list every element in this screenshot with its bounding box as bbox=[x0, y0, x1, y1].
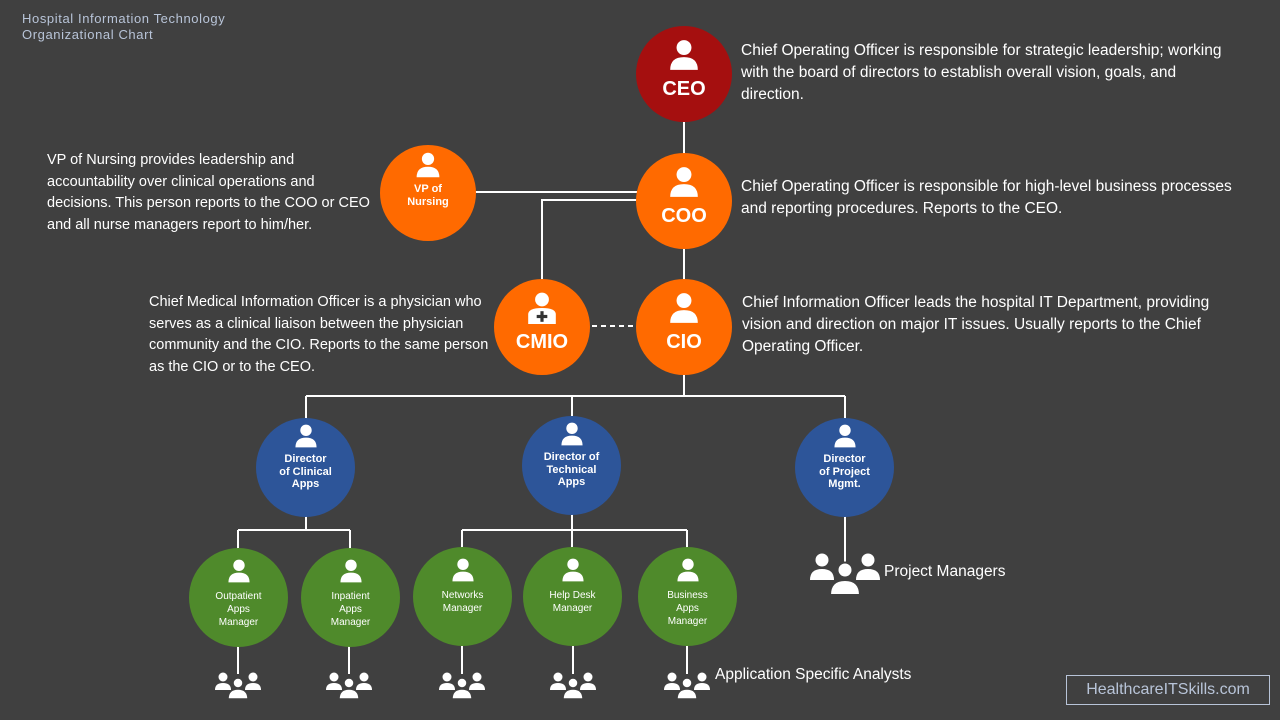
node-networks-manager: Networks Manager bbox=[413, 547, 512, 646]
group-icon bbox=[550, 672, 596, 700]
doctor-icon bbox=[528, 292, 556, 324]
node-vp-nursing: VP of Nursing bbox=[380, 145, 476, 241]
cmio-description: Chief Medical Information Officer is a p… bbox=[149, 294, 489, 375]
node-director-clinical-apps: Director of Clinical Apps bbox=[256, 418, 355, 517]
group-icon bbox=[439, 672, 485, 700]
node-director-project-mgmt: Director of Project Mgmt. bbox=[795, 418, 894, 517]
project-managers-label: Project Managers bbox=[884, 563, 1006, 580]
person-icon bbox=[560, 422, 583, 446]
node-director-technical-apps: Director of Technical Apps bbox=[522, 416, 621, 515]
person-icon bbox=[451, 558, 474, 582]
person-icon bbox=[227, 559, 250, 583]
node-coo: COO bbox=[636, 153, 732, 249]
node-cio-label: CIO bbox=[666, 331, 702, 353]
person-icon bbox=[416, 152, 440, 178]
person-icon bbox=[670, 293, 698, 323]
node-inpatient-apps-manager-label: Inpatient Apps Manager bbox=[330, 591, 371, 628]
person-icon bbox=[676, 558, 699, 582]
node-ceo-label: CEO bbox=[662, 78, 706, 100]
node-networks-manager-label: Networks Manager bbox=[441, 590, 484, 614]
group-icon bbox=[664, 672, 710, 700]
connector-coo-cmio bbox=[541, 199, 640, 282]
cio-description: Chief Information Officer leads the hosp… bbox=[742, 294, 1210, 355]
node-ceo: CEO bbox=[636, 26, 732, 122]
node-director-technical-apps-label: Director of Technical Apps bbox=[543, 451, 600, 489]
node-director-clinical-apps-label: Director of Clinical Apps bbox=[279, 453, 332, 491]
node-vp-nursing-label: VP of Nursing bbox=[407, 183, 449, 208]
group-icon bbox=[326, 672, 372, 700]
node-inpatient-apps-manager: Inpatient Apps Manager bbox=[301, 548, 400, 647]
node-help-desk-manager: Help Desk Manager bbox=[523, 547, 622, 646]
node-coo-label: COO bbox=[661, 205, 707, 227]
person-icon bbox=[339, 559, 362, 583]
application-analysts-label: Application Specific Analysts bbox=[715, 666, 912, 683]
person-icon bbox=[294, 424, 317, 448]
node-cmio: CMIO bbox=[494, 279, 590, 375]
node-outpatient-apps-manager-label: Outpatient Apps Manager bbox=[215, 591, 262, 628]
person-icon bbox=[670, 40, 698, 70]
vp-nursing-description: VP of Nursing provides leadership and ac… bbox=[47, 152, 370, 233]
group-icon bbox=[810, 553, 880, 596]
node-business-apps-manager: Business Apps Manager bbox=[638, 547, 737, 646]
node-cmio-label: CMIO bbox=[515, 331, 569, 353]
ceo-description: Chief Operating Officer is responsible f… bbox=[741, 42, 1222, 103]
chart-title-line1: Hospital Information Technology bbox=[22, 11, 226, 26]
person-icon bbox=[670, 167, 698, 197]
node-outpatient-apps-manager: Outpatient Apps Manager bbox=[189, 548, 288, 647]
node-director-project-mgmt-label: Director of Project Mgmt. bbox=[819, 453, 870, 491]
group-icon bbox=[215, 672, 261, 700]
coo-description: Chief Operating Officer is responsible f… bbox=[741, 178, 1232, 217]
person-icon bbox=[561, 558, 584, 582]
node-cio: CIO bbox=[636, 279, 732, 375]
person-icon bbox=[833, 424, 856, 448]
node-business-apps-manager-label: Business Apps Manager bbox=[667, 590, 708, 627]
brand-link[interactable]: HealthcareITSkills.com bbox=[1066, 675, 1270, 705]
chart-title: Hospital Information Technology Organiza… bbox=[22, 11, 225, 43]
node-help-desk-manager-label: Help Desk Manager bbox=[549, 590, 596, 614]
chart-title-line2: Organizational Chart bbox=[22, 27, 154, 42]
